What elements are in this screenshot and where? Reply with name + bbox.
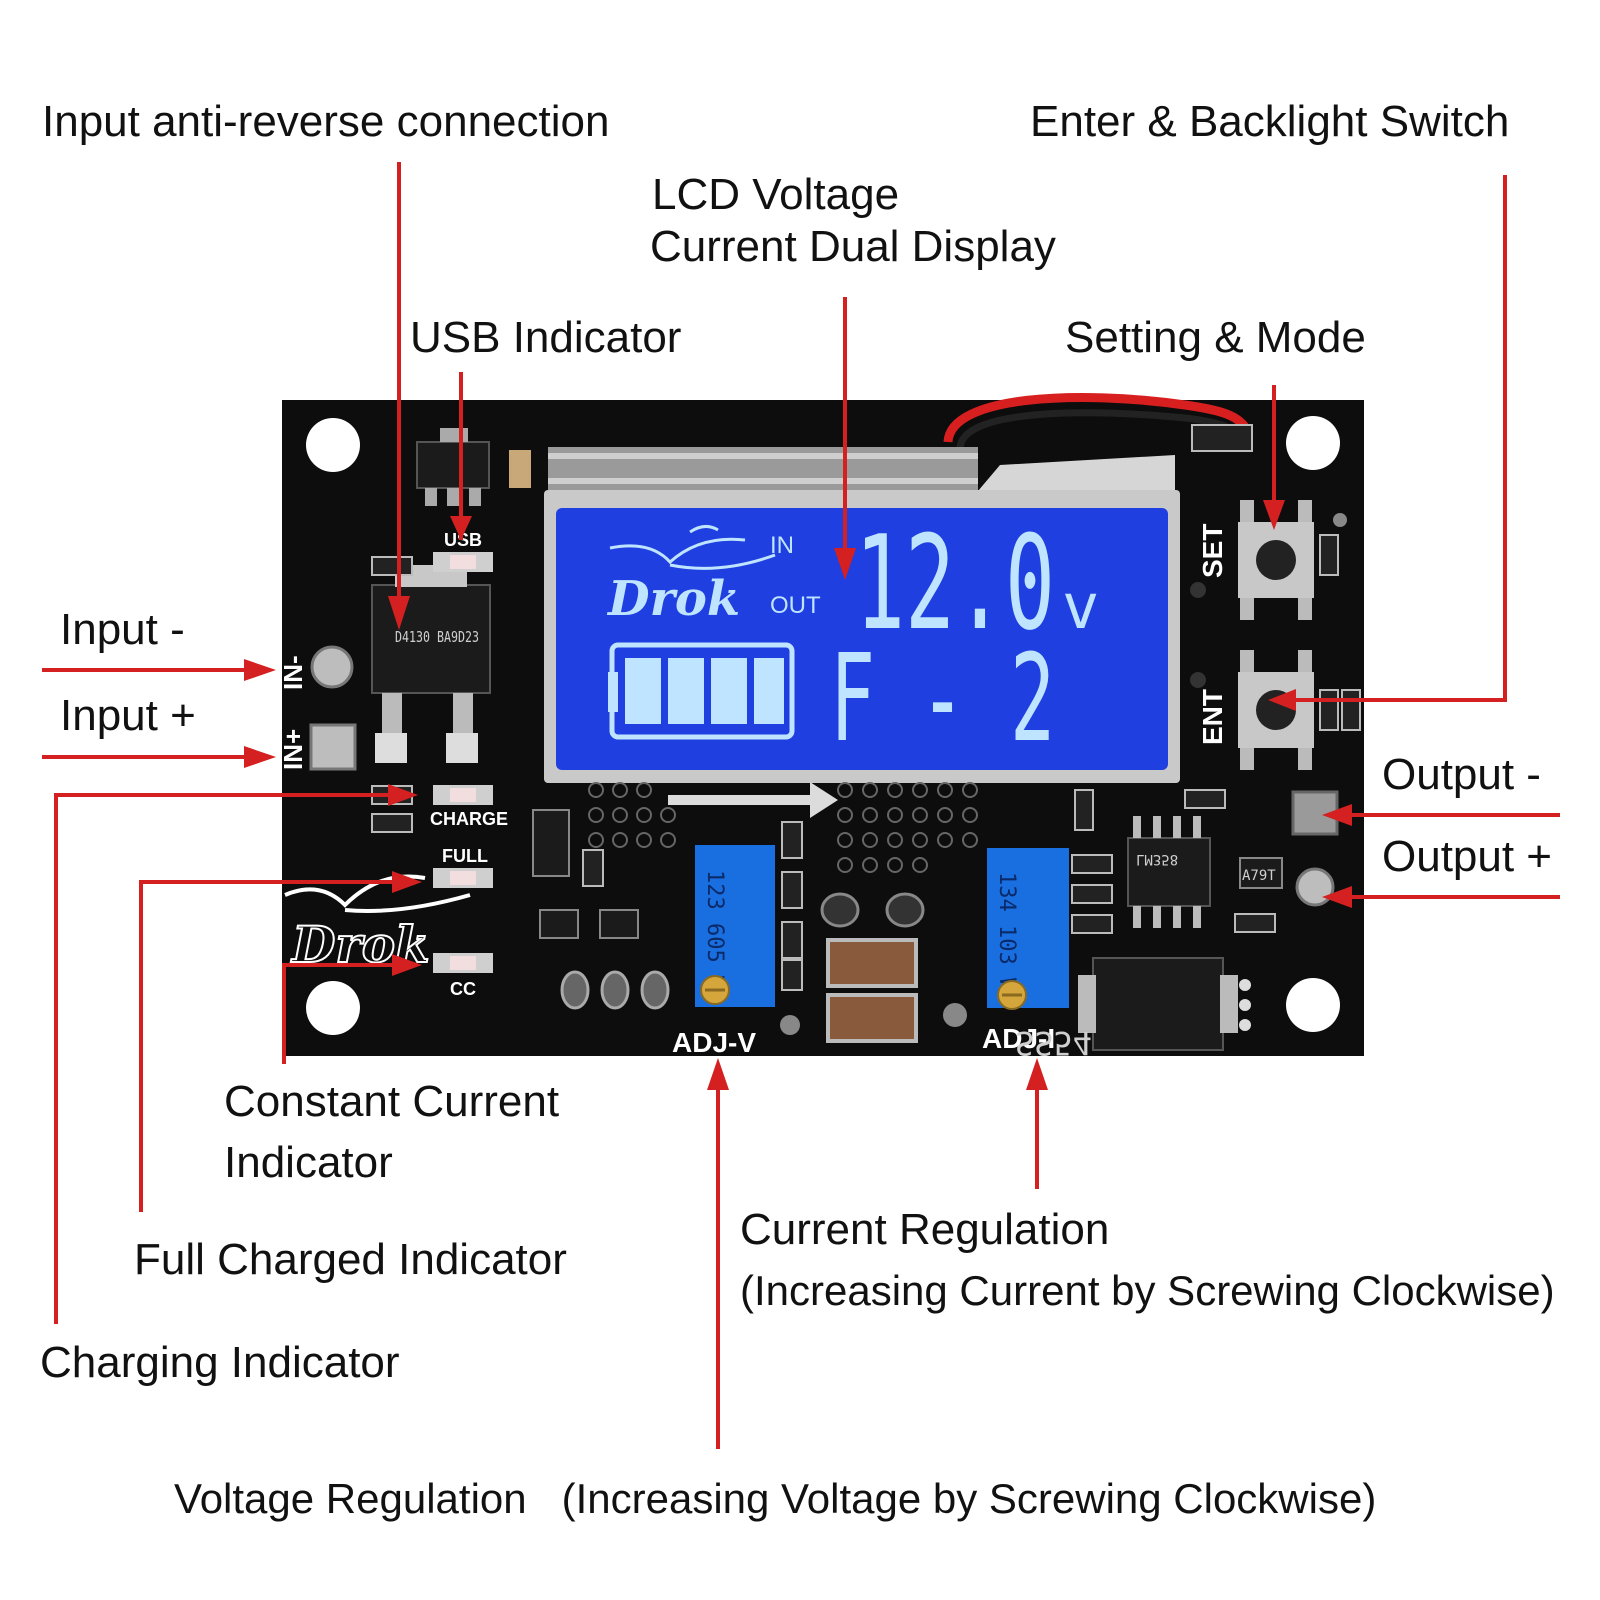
silk-adj-v: ADJ-V bbox=[672, 1027, 756, 1058]
silk-usb: USB bbox=[444, 530, 482, 550]
cc-led bbox=[433, 953, 493, 973]
small-regulator-chip bbox=[416, 441, 490, 489]
silk-set: SET bbox=[1197, 524, 1228, 578]
label-input-anti-reverse: Input anti-reverse connection bbox=[42, 97, 610, 146]
lcd-screen bbox=[556, 508, 1168, 770]
set-button bbox=[1238, 500, 1314, 620]
label-output-minus: Output - bbox=[1382, 750, 1541, 799]
silk-cc: CC bbox=[450, 979, 476, 999]
label-voltage-reg: Voltage Regulation (Increasing Voltage b… bbox=[174, 1475, 1377, 1522]
silk-in-plus: IN+ bbox=[278, 729, 308, 770]
pot-i-marking: 134 103 W bbox=[994, 872, 1019, 992]
silk-charge: CHARGE bbox=[430, 809, 508, 829]
label-constant-current-1: Constant Current bbox=[224, 1077, 560, 1126]
pointer-arrowheads bbox=[244, 500, 1352, 1090]
label-constant-current-2: Indicator bbox=[224, 1138, 393, 1187]
pot-v-marking: 123 605 W bbox=[702, 870, 727, 990]
voltage-potentiometer: 123 605 W bbox=[695, 845, 775, 1007]
label-current-reg-2: (Increasing Current by Screwing Clockwis… bbox=[740, 1267, 1555, 1314]
small-transistor: A79T bbox=[1239, 857, 1283, 889]
label-lcd-line1: LCD Voltage bbox=[652, 170, 900, 219]
mount-hole bbox=[306, 981, 360, 1035]
label-charging: Charging Indicator bbox=[40, 1338, 400, 1387]
wire-red bbox=[943, 393, 1253, 443]
mount-hole bbox=[1286, 416, 1340, 470]
label-usb-indicator: USB Indicator bbox=[410, 313, 682, 362]
opamp-marking: LM358 bbox=[1136, 851, 1178, 867]
full-led bbox=[433, 868, 493, 888]
silk-ent: ENT bbox=[1197, 689, 1228, 745]
label-current-reg-1: Current Regulation bbox=[740, 1205, 1110, 1254]
lcd-value: 12.0 bbox=[855, 507, 1055, 659]
perf-holes bbox=[588, 782, 978, 873]
silk-adj-i: ADJ-I bbox=[982, 1023, 1055, 1054]
mount-hole bbox=[306, 418, 360, 472]
pointer-lines bbox=[42, 162, 1560, 1449]
opamp-chip: LM358 bbox=[1127, 816, 1211, 928]
silk-in-minus: IN- bbox=[278, 655, 308, 690]
diode-marking: SS54 bbox=[1015, 1024, 1092, 1062]
small-reg-marking: A79T bbox=[1242, 868, 1276, 884]
lcd-brand: Drok bbox=[606, 571, 740, 627]
current-potentiometer: 134 103 W bbox=[987, 848, 1069, 1010]
charge-led bbox=[433, 785, 493, 805]
lcd-bird-icon bbox=[609, 537, 746, 565]
label-enter-backlight: Enter & Backlight Switch bbox=[1030, 97, 1510, 146]
label-output-plus: Output + bbox=[1382, 832, 1553, 881]
regulator-marking: D4130 BA9D23 bbox=[395, 628, 479, 646]
label-lcd-line2: Current Dual Display bbox=[650, 222, 1056, 271]
diode-chip: SS54 bbox=[1015, 957, 1238, 1062]
input-minus-terminal bbox=[310, 645, 354, 689]
silk-full: FULL bbox=[442, 846, 488, 866]
output-plus-terminal bbox=[1295, 867, 1335, 907]
lcd-unit: v bbox=[1062, 570, 1099, 643]
input-plus-terminal bbox=[309, 723, 357, 771]
mount-hole bbox=[1286, 978, 1340, 1032]
battery-icon bbox=[608, 642, 795, 740]
label-full-charged: Full Charged Indicator bbox=[134, 1235, 567, 1284]
lcd-in-label: IN bbox=[770, 532, 794, 559]
lcd-mode: F - 2 bbox=[830, 630, 1055, 769]
label-setting-mode: Setting & Mode bbox=[1065, 313, 1366, 362]
lcd-out-label: OUT bbox=[770, 592, 821, 619]
usb-led bbox=[433, 552, 493, 572]
label-input-minus: Input - bbox=[60, 605, 185, 654]
label-input-plus: Input + bbox=[60, 691, 196, 740]
